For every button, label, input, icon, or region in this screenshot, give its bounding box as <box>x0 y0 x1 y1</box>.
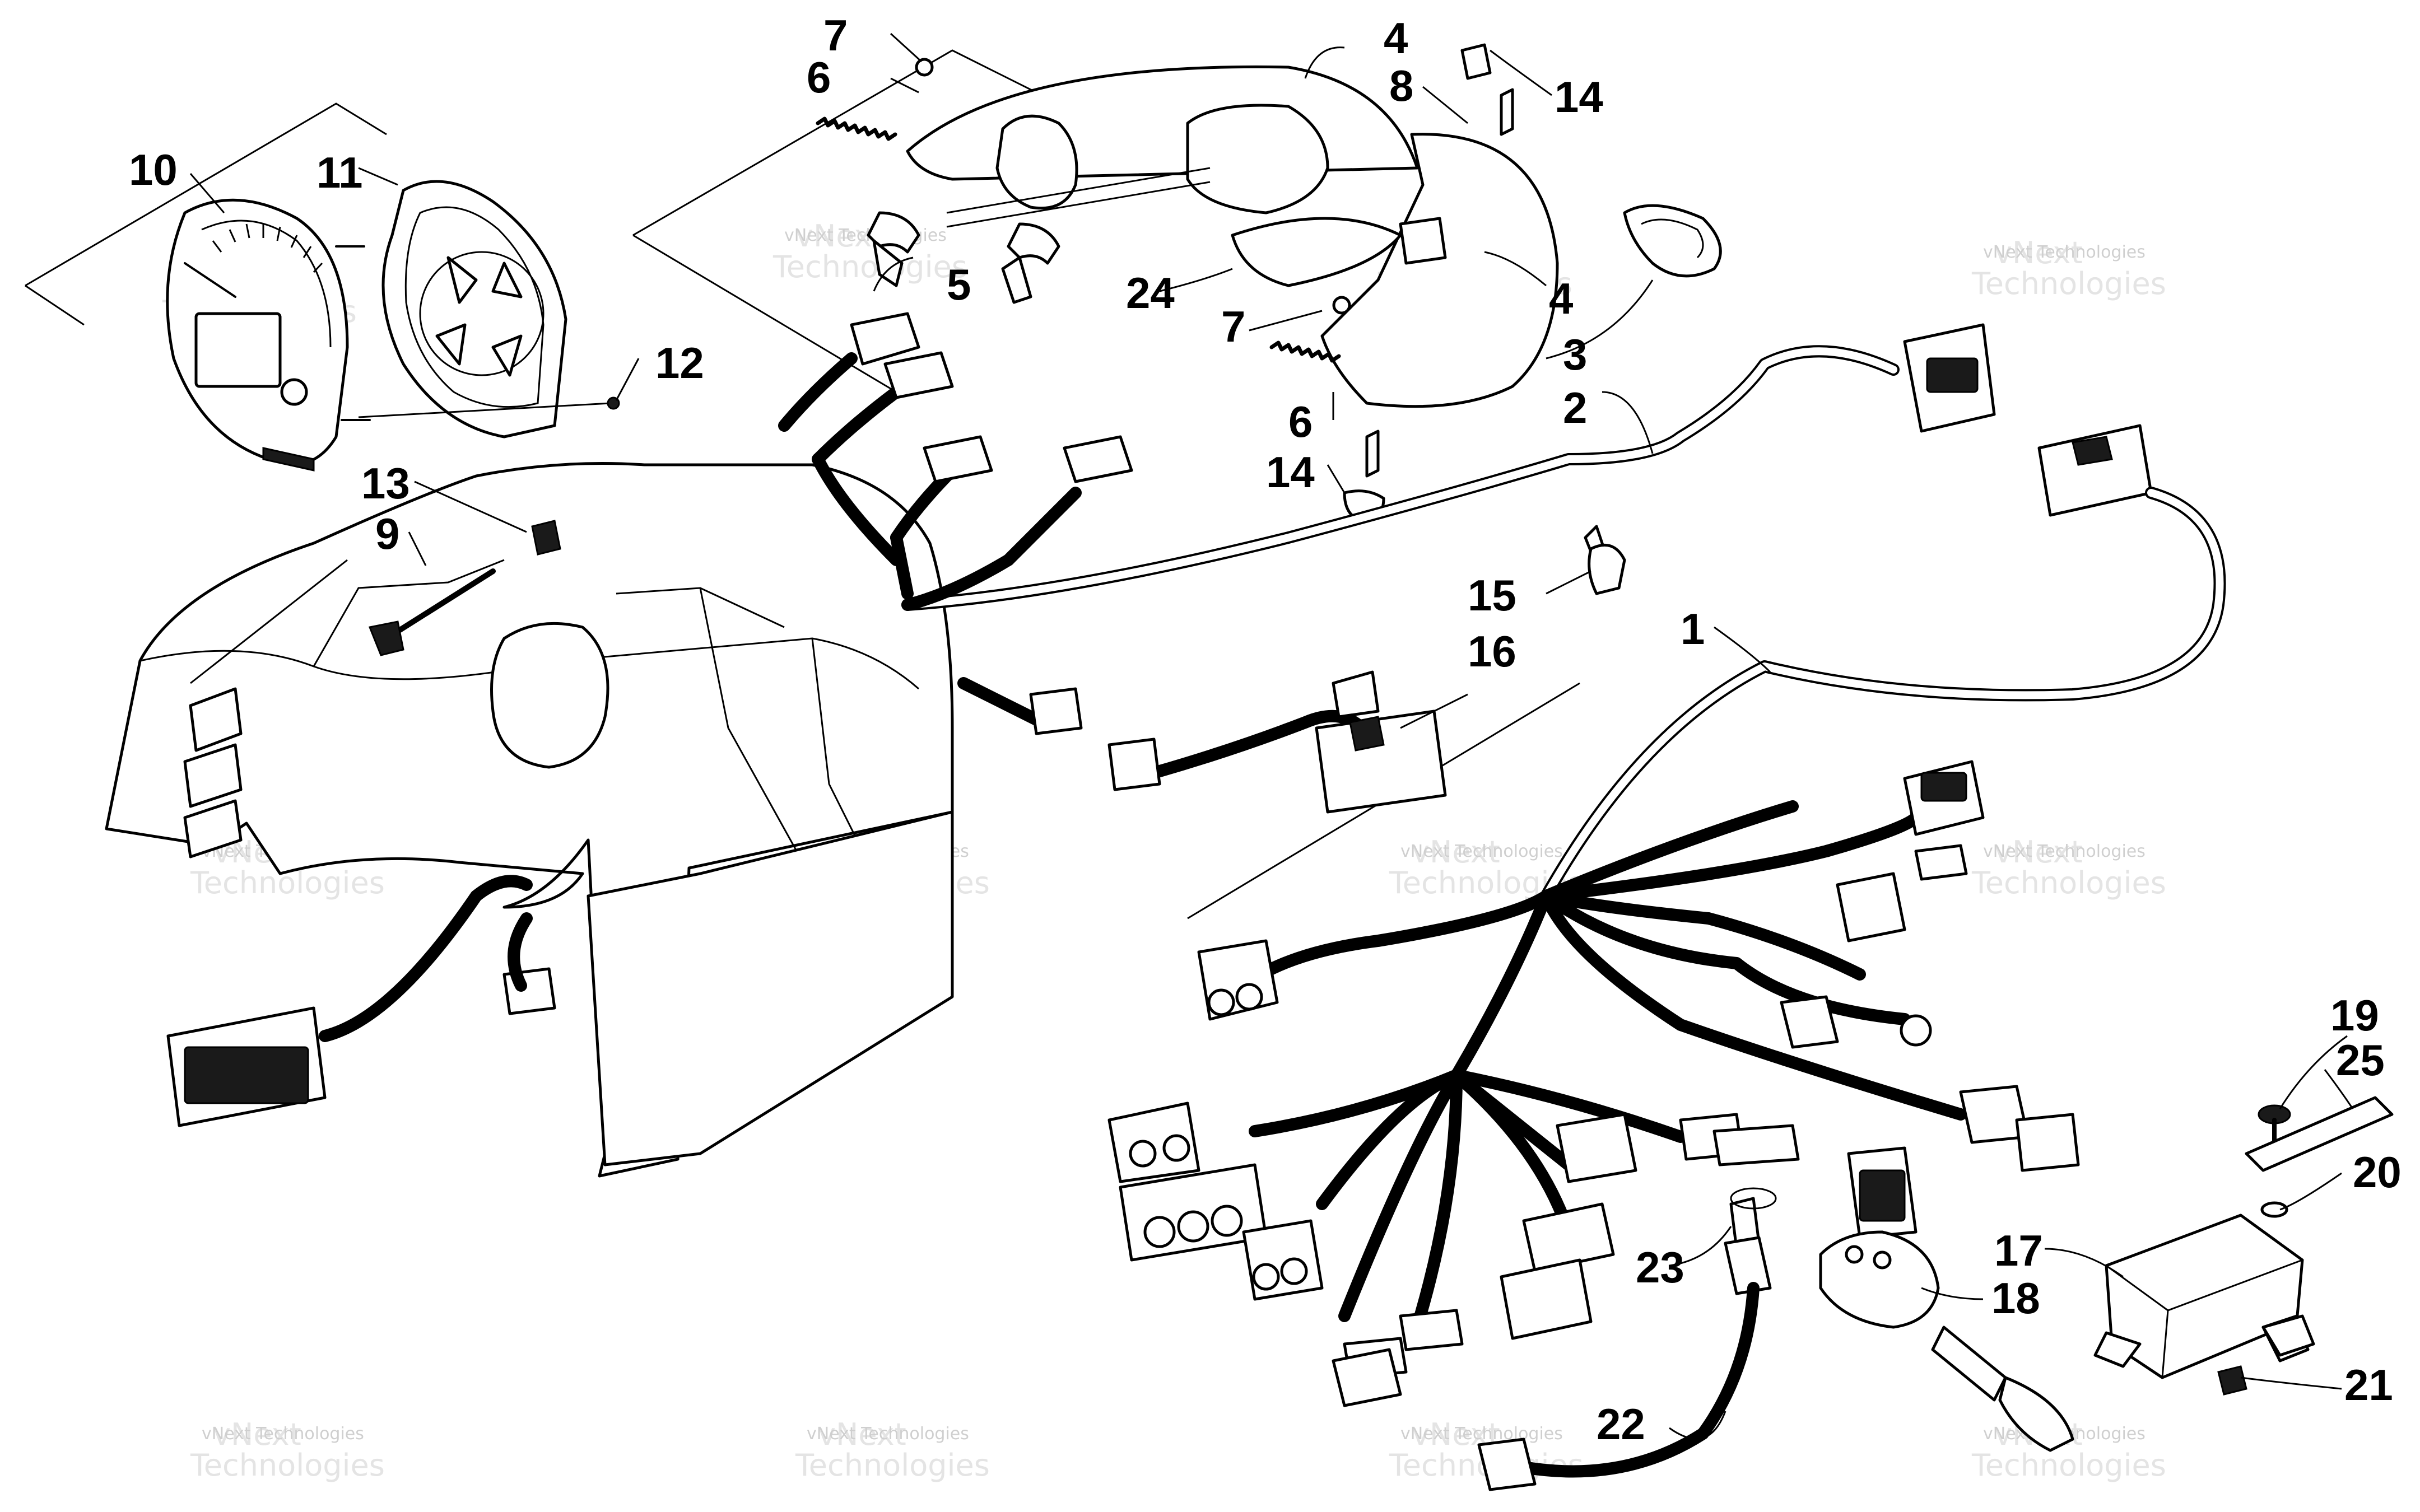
bulb-sockets-5 <box>867 211 1060 304</box>
callout-25: 25 <box>2336 1035 2385 1085</box>
callout-17: 17 <box>1994 1226 2043 1275</box>
headlight-bulb-right <box>1186 104 1329 214</box>
callout-14b: 14 <box>1266 447 1315 497</box>
watermark-text: vNext <box>1412 834 1500 870</box>
callout-24: 24 <box>1126 268 1175 318</box>
callouts: 10 11 12 13 9 7 6 4 8 14 5 24 7 4 3 2 6 … <box>129 11 2402 1449</box>
headlight-housing <box>816 43 1559 522</box>
callout-13: 13 <box>361 459 410 508</box>
callout-7a: 7 <box>823 11 848 60</box>
callout-8: 8 <box>1389 61 1413 110</box>
vent <box>189 687 243 752</box>
module-16 <box>1315 710 1447 814</box>
headlight-bulb-left <box>995 114 1078 210</box>
gauge-tick-marks <box>212 223 323 273</box>
callout-22: 22 <box>1597 1399 1645 1449</box>
watermark-text: Technologies <box>772 249 967 284</box>
watermark-text: vNext Technologies <box>1400 1424 1563 1444</box>
callout-21: 21 <box>2344 1360 2393 1410</box>
key-fob-18 <box>1819 1230 2074 1452</box>
gauge-button <box>280 378 308 406</box>
callout-10: 10 <box>129 145 178 194</box>
watermark-text: vNext Technologies <box>202 1424 364 1444</box>
watermark-text: vNext Technologies <box>807 1424 969 1444</box>
watermark-text: vNext Technologies <box>1983 842 2146 861</box>
reflector-24 <box>1231 217 1402 287</box>
watermark-text: vNext <box>1994 834 2083 870</box>
watermark-9: vNext Technologies vNext Technologies <box>190 1417 385 1483</box>
hardware-19-25-20-21 <box>2217 1096 2394 1396</box>
gauge-needle <box>184 262 236 298</box>
watermark-text: vNext <box>1994 235 2083 270</box>
callout-23: 23 <box>1636 1243 1684 1292</box>
watermark-text: vNext Technologies <box>1400 842 1563 861</box>
callout-6b: 6 <box>1288 397 1313 446</box>
dash-hood <box>105 462 954 1178</box>
callout-1: 1 <box>1681 604 1705 654</box>
callout-19: 19 <box>2330 991 2379 1040</box>
watermark-2: vNext Technologies vNext Technologies <box>772 218 967 284</box>
callout-14a: 14 <box>1555 72 1603 122</box>
watermark-text: Technologies <box>795 1448 990 1483</box>
vent <box>183 743 243 808</box>
watermark-4: vNext Technologies vNext Technologies <box>1971 235 2166 301</box>
watermark-text: Technologies <box>1971 266 2166 301</box>
clip-13 <box>531 520 561 556</box>
vent <box>183 799 243 858</box>
strap-3 <box>1623 204 1722 278</box>
watermark-text: Technologies <box>190 1448 385 1483</box>
harness-connectors <box>166 525 2080 1407</box>
gauge-housing <box>335 180 567 438</box>
watermark-text: vNext Technologies <box>784 226 947 245</box>
watermark-text: Technologies <box>1971 1448 2166 1483</box>
main-harness-1 <box>1237 487 2226 1350</box>
cdi-box-17 <box>2093 1214 2310 1379</box>
sensor-22-23 <box>1477 1187 1777 1491</box>
callout-20: 20 <box>2353 1147 2402 1197</box>
watermark-text: vNext Technologies <box>1983 242 2146 262</box>
headlight-lens <box>1320 133 1559 408</box>
callout-18: 18 <box>1991 1273 2040 1323</box>
instrument-gauge <box>166 198 349 472</box>
watermark-10: vNext Technologies vNext Technologies <box>795 1417 990 1483</box>
callout-7b: 7 <box>1221 302 1245 351</box>
callout-6a: 6 <box>807 53 831 102</box>
callout-11: 11 <box>317 148 362 197</box>
screw-12 <box>358 396 620 418</box>
callout-15: 15 <box>1468 571 1516 620</box>
watermark-text: vNext <box>818 1417 906 1452</box>
gauge-hole <box>490 622 609 769</box>
callout-9: 9 <box>375 509 399 558</box>
callout-12: 12 <box>655 338 704 388</box>
leader-lines <box>189 32 2354 1440</box>
callout-2: 2 <box>1563 383 1587 432</box>
watermark-8: vNext Technologies vNext Technologies <box>1971 834 2166 900</box>
callout-3: 3 <box>1563 330 1587 379</box>
callout-5: 5 <box>947 260 971 309</box>
callout-4a: 4 <box>1384 13 1408 63</box>
gauge-display <box>194 312 282 388</box>
watermark-text: Technologies <box>1971 865 2166 900</box>
clip-15 <box>1588 543 1626 595</box>
watermark-text: vNext <box>213 1417 301 1452</box>
callout-16: 16 <box>1468 627 1516 676</box>
callout-4b: 4 <box>1549 274 1573 323</box>
bolt-9 <box>368 568 496 656</box>
